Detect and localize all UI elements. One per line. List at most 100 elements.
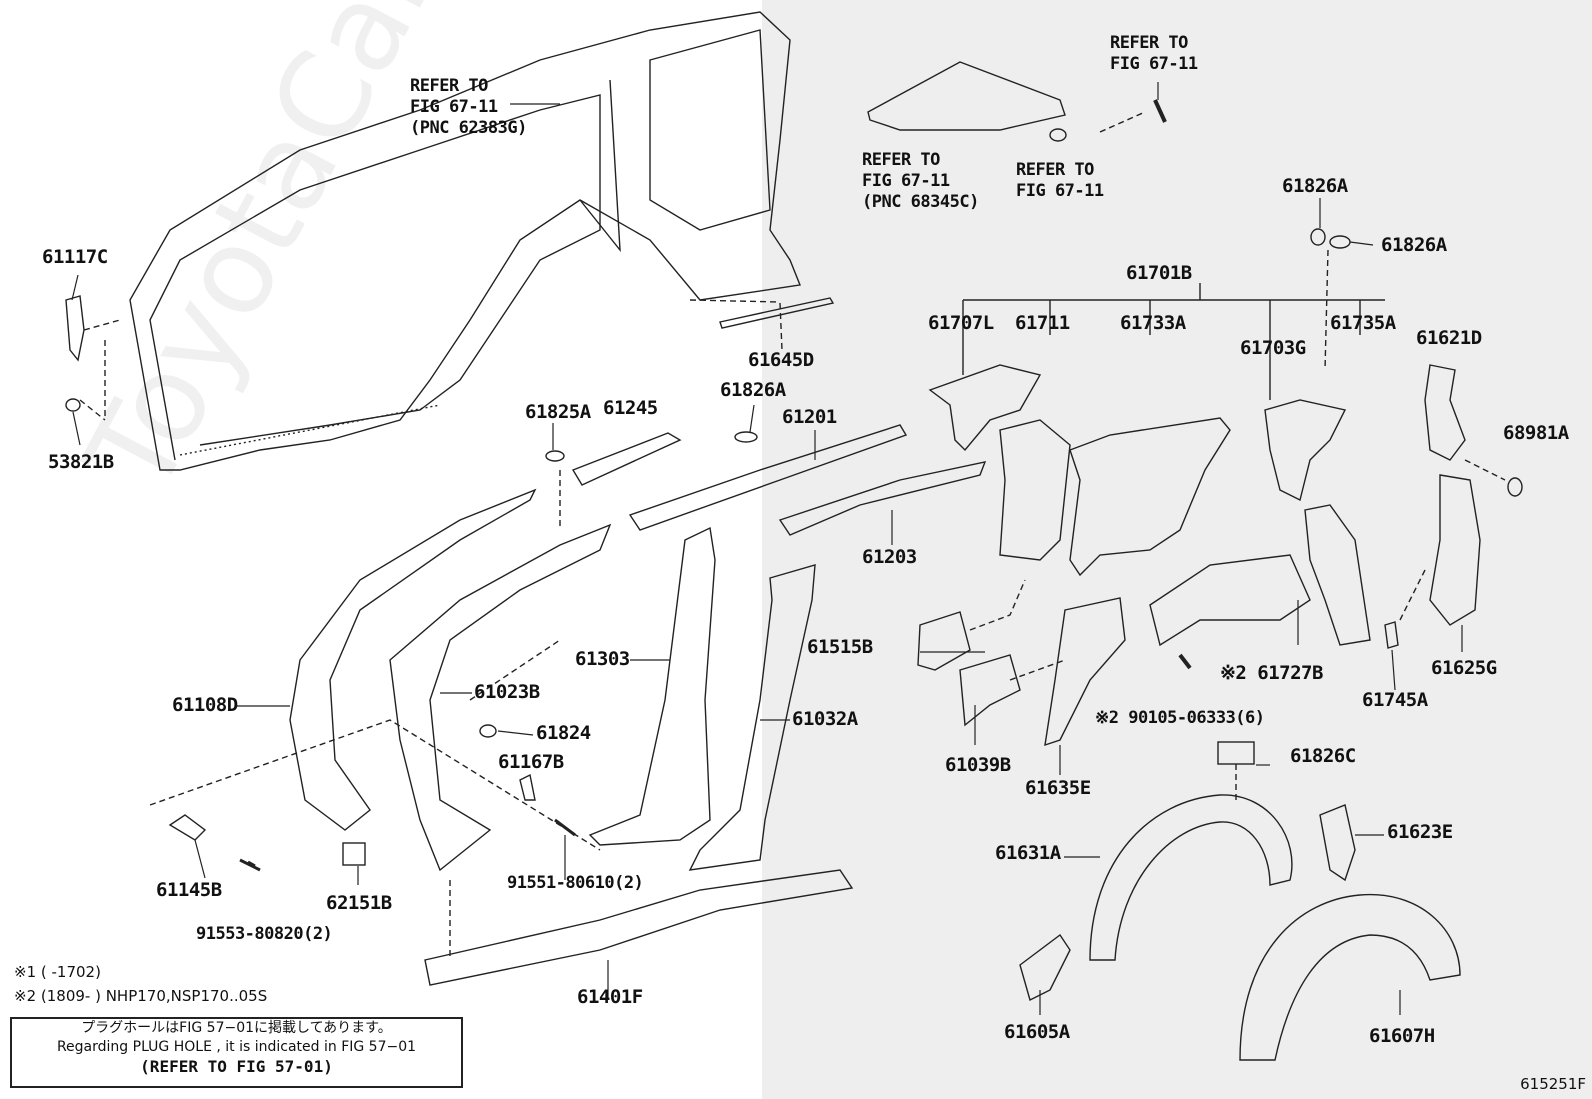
part-label-61635e[interactable]: 61635E — [1025, 777, 1091, 799]
pillar-61303-icon — [588, 526, 716, 846]
part-label-91553[interactable]: 91553-80820(2) — [196, 924, 333, 944]
part-label-61625g[interactable]: 61625G — [1431, 657, 1497, 679]
part-label-61826a-2[interactable]: 61826A — [1282, 175, 1348, 197]
part-label-61039b[interactable]: 61039B — [945, 754, 1011, 776]
part-label-61727b[interactable]: ※2 61727B — [1220, 662, 1323, 684]
part-label-61631a[interactable]: 61631A — [995, 842, 1061, 864]
plug-hole-ref[interactable]: (REFER TO FIG 57-01) — [140, 1057, 333, 1076]
part-label-61605a[interactable]: 61605A — [1004, 1021, 1070, 1043]
part-label-61032a[interactable]: 61032A — [792, 708, 858, 730]
pillar-61023b-icon — [389, 523, 612, 872]
part-label-61733a[interactable]: 61733A — [1120, 312, 1186, 334]
part-label-61245[interactable]: 61245 — [603, 397, 658, 419]
plug-61824-icon — [479, 724, 497, 738]
clip-top-icon — [1049, 128, 1067, 142]
plug-hole-jp: プラグホールはFIG 57−01に掲載してあります。 — [81, 1020, 392, 1036]
part-label-61623e[interactable]: 61623E — [1387, 821, 1453, 843]
panel-61727b-icon — [1149, 554, 1311, 647]
panel-61735a-icon — [1304, 504, 1371, 646]
refer-label-top-right-2: REFER TO FIG 67-11 — [1016, 160, 1104, 201]
part-label-61826a-1[interactable]: 61826A — [720, 379, 786, 401]
part-label-61145b[interactable]: 61145B — [156, 879, 222, 901]
bracket-61145b-icon — [168, 814, 207, 841]
part-label-62151b[interactable]: 62151B — [326, 892, 392, 914]
bolt-90105-icon — [1178, 653, 1192, 670]
strip-61645d-icon — [719, 297, 835, 329]
part-label-61711[interactable]: 61711 — [1015, 312, 1070, 334]
footnote-2: ※2 (1809- ) NHP170,NSP170..05S — [14, 987, 268, 1005]
part-label-90105[interactable]: ※2 90105-06333(6) — [1095, 708, 1265, 728]
part-label-61745a[interactable]: 61745A — [1362, 689, 1428, 711]
bracket-61605a-icon — [1019, 933, 1071, 1002]
bolt-91553-icon — [239, 858, 261, 872]
panel-61039b-icon — [959, 654, 1021, 727]
pad-61826c-icon — [1217, 741, 1255, 765]
plug-hole-en: Regarding PLUG HOLE , it is indicated in… — [56, 1039, 417, 1055]
footnotes: ※1 ( -1702) ※2 (1809- ) NHP170,NSP170..0… — [14, 960, 267, 1008]
figure-id: 615251F — [1520, 1075, 1586, 1093]
body-side-outer-icon — [129, 11, 801, 471]
part-label-61607h[interactable]: 61607H — [1369, 1025, 1435, 1047]
plug-61826a-icon — [734, 431, 758, 443]
part-label-61826c[interactable]: 61826C — [1290, 745, 1356, 767]
part-label-61515b[interactable]: 61515B — [807, 636, 873, 658]
part-label-61108d[interactable]: 61108D — [172, 694, 238, 716]
pad-62151b-icon — [342, 842, 366, 866]
panel-61515b-icon — [917, 611, 971, 671]
plug-61826a-right2-icon — [1329, 235, 1351, 249]
plug-68981a-icon — [1507, 477, 1523, 497]
plug-hole-note: プラグホールはFIG 57−01に掲載してあります。 Regarding PLU… — [10, 1017, 463, 1088]
part-label-61401f[interactable]: 61401F — [577, 986, 643, 1008]
plug-61826a-right-icon — [1310, 228, 1326, 246]
part-label-61203[interactable]: 61203 — [862, 546, 917, 568]
wheelhouse-61607h-icon — [1239, 893, 1461, 1061]
bracket-61745a-icon — [1384, 621, 1399, 649]
panel-61635e-icon — [1044, 597, 1126, 747]
part-label-61701b[interactable]: 61701B — [1126, 262, 1192, 284]
bracket-61167b-icon — [519, 773, 536, 801]
rocker-61401f-icon — [424, 869, 854, 986]
part-label-61117c[interactable]: 61117C — [42, 246, 108, 268]
rail-61245-icon — [571, 432, 682, 486]
refer-label-top-right-1: REFER TO FIG 67-11 — [1110, 33, 1198, 74]
refer-label-top-left: REFER TO FIG 67-11 (PNC 62383G) — [410, 76, 527, 138]
panel-61707l-icon — [928, 364, 1042, 452]
refer-label-top-mid: REFER TO FIG 67-11 (PNC 68345C) — [862, 150, 979, 212]
panel-61733a-icon — [1069, 417, 1231, 577]
rail-61201-icon — [628, 424, 908, 531]
part-label-61703g[interactable]: 61703G — [1240, 337, 1306, 359]
plug-61825a-icon — [545, 450, 565, 462]
wheelhouse-61631a-icon — [1089, 794, 1293, 961]
shaded-panel — [762, 0, 1592, 1099]
part-label-61023b[interactable]: 61023B — [474, 681, 540, 703]
part-label-53821b[interactable]: 53821B — [48, 451, 114, 473]
part-label-68981a[interactable]: 68981A — [1503, 422, 1569, 444]
grommet-53821b-icon — [65, 398, 81, 412]
pillar-61032a-icon — [688, 564, 816, 871]
bracket-61117c-icon — [65, 295, 85, 362]
rail-61203-icon — [778, 461, 987, 536]
part-label-61167b[interactable]: 61167B — [498, 751, 564, 773]
panel-61703g-icon — [1264, 399, 1347, 502]
panel-61625g-icon — [1429, 474, 1481, 626]
part-label-61826a-3[interactable]: 61826A — [1381, 234, 1447, 256]
part-label-91551[interactable]: 91551-80610(2) — [507, 873, 644, 893]
part-label-61735a[interactable]: 61735A — [1330, 312, 1396, 334]
part-label-61707l[interactable]: 61707L — [928, 312, 994, 334]
part-label-61824[interactable]: 61824 — [536, 722, 591, 744]
bolt-91551-icon — [554, 818, 576, 837]
panel-61711-icon — [999, 419, 1071, 561]
panel-68345c-icon — [867, 61, 1066, 131]
part-label-61825a[interactable]: 61825A — [525, 401, 591, 423]
bracket-61623e-icon — [1319, 804, 1356, 882]
part-label-61645d[interactable]: 61645D — [748, 349, 814, 371]
panel-61621d-icon — [1424, 364, 1466, 461]
part-label-61621d[interactable]: 61621D — [1416, 327, 1482, 349]
bolt-top-icon — [1153, 99, 1167, 123]
pillar-61108d-icon — [289, 488, 537, 831]
part-label-61201[interactable]: 61201 — [782, 406, 837, 428]
footnote-1: ※1 ( -1702) — [14, 963, 101, 981]
part-label-61303[interactable]: 61303 — [575, 648, 630, 670]
